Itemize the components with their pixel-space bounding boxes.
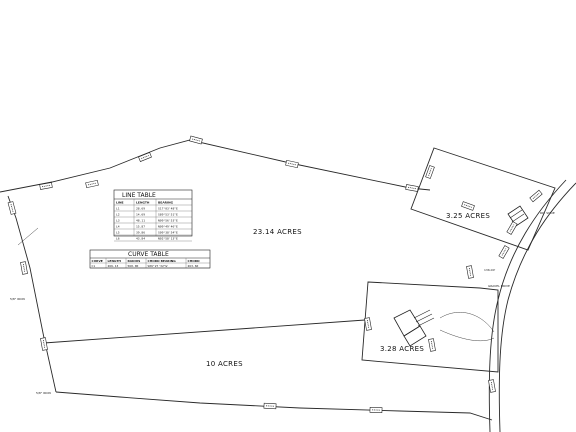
curve-table-cell: C1 xyxy=(92,264,96,268)
parcel-label-3-25: 3.25 ACRES xyxy=(446,212,490,220)
line-table-cell: N09°49'46"E xyxy=(158,224,178,228)
boundary-marker xyxy=(529,189,543,203)
line-table-cell: N02°58'13"E xyxy=(158,236,178,240)
boundary-marker xyxy=(364,317,372,331)
boundary-west-line xyxy=(7,195,57,393)
line-table-cell: 48.11 xyxy=(136,218,145,222)
line-table-cell: 43.84 xyxy=(136,236,145,240)
line-table-cell: S89°53'51"E xyxy=(158,212,178,216)
boundary-marker xyxy=(39,182,53,190)
curve-table-title: CURVE TABLE xyxy=(128,251,169,258)
boundary-marker xyxy=(506,221,518,235)
line-table-title: LINE TABLE xyxy=(122,192,156,199)
parcel-label-10: 10 ACRES xyxy=(206,360,243,368)
division-line-10-acres xyxy=(43,319,366,344)
line-table-cell: L2 xyxy=(116,212,120,216)
curve-table-header: RADIUS xyxy=(128,259,141,263)
line-table-cell: 39.86 xyxy=(136,230,145,234)
building-3-28 xyxy=(393,309,435,347)
line-table-header: LINE xyxy=(116,200,124,204)
line-table-header: BEARING xyxy=(158,200,174,204)
line-table-cell: L4 xyxy=(116,224,120,228)
boundary-marker xyxy=(488,379,496,393)
division-line-west xyxy=(17,227,39,246)
line-table-cell: L5 xyxy=(116,230,120,234)
line-table-cell: 15.87 xyxy=(136,224,145,228)
curve-table-cell: 560.00 xyxy=(128,264,139,268)
curve-table-grid: CURVE LENGTH RADIUS CHORD BEARING CHORD C1 266… xyxy=(90,258,210,269)
curve-table-cell: 266.13 xyxy=(108,264,119,268)
line-table-grid: LINE LENGTH BEARING L1 28.69 S17°03'48"E L2 14.… xyxy=(114,199,192,242)
boundary-marker xyxy=(428,338,436,352)
boundary-marker xyxy=(7,201,17,215)
parcel-3-25-boundary xyxy=(410,147,556,251)
pin-label-west: 5/8" IRON xyxy=(10,297,25,301)
parcel-3-28-boundary xyxy=(361,281,499,373)
road-label: RD. SHOE xyxy=(540,211,555,215)
dimension-label: 136.00' xyxy=(484,268,495,272)
boundary-marker xyxy=(369,406,383,414)
boundary-marker xyxy=(466,265,474,279)
boundary-marker xyxy=(20,261,28,275)
curve-table-header: CHORD BEARING xyxy=(148,259,177,263)
curve-table: CURVE TABLE CURVE LENGTH RADIUS CHORD BEARI… xyxy=(89,249,211,269)
line-table-cell: 28.69 xyxy=(136,206,145,210)
boundary-marker xyxy=(138,152,152,162)
boundary-marker xyxy=(405,184,419,192)
boundary-south-line xyxy=(55,391,493,421)
curve-table-cell: 263.60 xyxy=(188,264,199,268)
curve-table-cell: S06°27'32"W xyxy=(148,264,168,268)
pin-label-southwest: 5/8" IRON xyxy=(36,391,51,395)
boundary-marker xyxy=(85,179,99,189)
curve-table-header: LENGTH xyxy=(108,259,122,263)
line-table: LINE TABLE LINE LENGTH BEARING L1 28.69 S17°0… xyxy=(113,189,193,242)
driveway-line xyxy=(439,312,495,333)
boundary-marker xyxy=(425,165,435,179)
curve-table-header: CURVE xyxy=(92,259,103,263)
parcel-label-23-14: 23.14 ACRES xyxy=(253,228,302,236)
boundary-marker xyxy=(40,337,48,351)
boundary-marker xyxy=(285,159,299,169)
boundary-marker xyxy=(263,402,277,410)
boundary-marker xyxy=(498,245,510,259)
parcel-label-3-28: 3.28 ACRES xyxy=(380,345,424,353)
line-table-cell: L3 xyxy=(116,218,120,222)
boundary-marker xyxy=(461,201,475,211)
line-table-cell: N09°56'53"E xyxy=(158,218,178,222)
drive-label: GRAVEL DRIVE xyxy=(488,284,510,288)
line-table-cell: L6 xyxy=(116,236,120,240)
boundary-marker xyxy=(189,135,203,145)
line-table-cell: 14.69 xyxy=(136,212,145,216)
driveway-line-2 xyxy=(439,329,495,341)
curve-table-header: CHORD xyxy=(188,259,201,263)
road-curve-outer xyxy=(498,182,576,432)
line-table-cell: S09°38'54"E xyxy=(158,230,178,234)
boundary-markers xyxy=(7,135,543,414)
building-3-25 xyxy=(507,205,529,227)
line-table-header: LENGTH xyxy=(136,200,150,204)
line-table-cell: L1 xyxy=(116,206,120,210)
boundary-north-line xyxy=(0,139,431,193)
line-table-cell: S17°03'48"E xyxy=(158,206,178,210)
